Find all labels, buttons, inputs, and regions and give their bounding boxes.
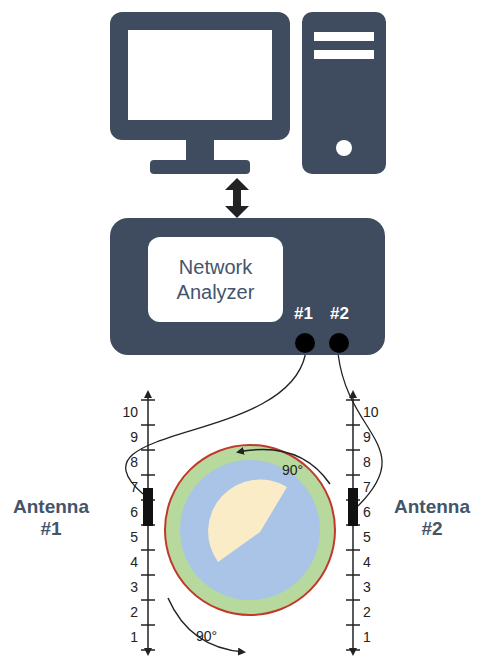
antenna-label: Antenna #2: [386, 496, 478, 540]
device-name: Network Analyzer: [148, 249, 283, 311]
scale-number: 9: [108, 429, 138, 445]
scale-tick: [141, 474, 155, 476]
scale-tick: [141, 549, 155, 551]
scale-tick: [141, 424, 155, 426]
scale-number: 4: [363, 554, 371, 570]
scale-tick: [141, 624, 155, 626]
analyzer-box: Network Analyzer #1 #2: [110, 218, 385, 355]
scale-number: 6: [108, 504, 138, 520]
scale-tick: [346, 424, 360, 426]
scale-tick: [141, 574, 155, 576]
scale-number: 3: [108, 579, 138, 595]
scale-number: 5: [108, 529, 138, 545]
scale-number: 1: [108, 629, 138, 645]
scale-tick: [141, 449, 155, 451]
scale-number: 7: [363, 479, 371, 495]
scale-number: 1: [363, 629, 371, 645]
port-connector: [329, 333, 349, 353]
analyzer-display: Network Analyzer: [148, 237, 283, 322]
port-label: #1: [294, 304, 313, 324]
scale-tick: [346, 624, 360, 626]
scale-number: 3: [363, 579, 371, 595]
rf-cable: [338, 355, 382, 506]
scale-number: 10: [363, 404, 379, 420]
rf-cable: [126, 355, 306, 494]
scale-number: 2: [363, 604, 371, 620]
scale-tick: [346, 549, 360, 551]
antenna-element: Antenna #1: [143, 488, 153, 526]
rotation-arrow: [168, 449, 330, 652]
scale-tick: [346, 474, 360, 476]
computer-icon: [110, 12, 386, 174]
antenna-element: Antenna #2: [348, 488, 358, 526]
phantom: [165, 445, 335, 615]
scale-tick: [141, 399, 155, 401]
scale-number: 4: [108, 554, 138, 570]
scale-tick: [141, 599, 155, 601]
antenna-label: Antenna #1: [5, 496, 97, 540]
scale-number: 6: [363, 504, 371, 520]
rotation-angle: 90°: [196, 628, 217, 644]
scale-tick: [346, 649, 360, 651]
scale-number: 8: [363, 454, 371, 470]
scale-number: 10: [108, 404, 138, 420]
rotation-angle: 90°: [282, 462, 303, 478]
scale-tick: [346, 449, 360, 451]
link-arrow: [225, 178, 249, 218]
scale-tick: [141, 649, 155, 651]
port-connector: [295, 333, 315, 353]
scale-number: 2: [108, 604, 138, 620]
scale-number: 8: [108, 454, 138, 470]
position-scale: [141, 392, 360, 654]
port-label: #2: [330, 304, 349, 324]
scale-tick: [346, 574, 360, 576]
scale-number: 7: [108, 479, 138, 495]
scale-tick: [346, 599, 360, 601]
scale-number: 9: [363, 429, 371, 445]
scale-number: 5: [363, 529, 371, 545]
